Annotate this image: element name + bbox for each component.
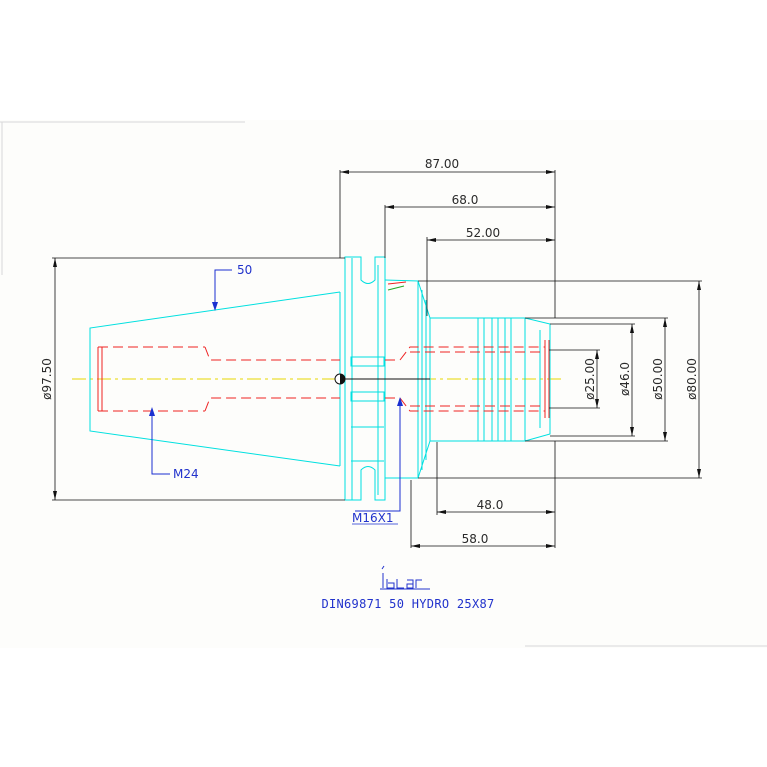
dim-87-label: 87.00 (425, 157, 459, 171)
accent-line-green (387, 285, 405, 291)
dim-87: 87.00 (339, 157, 556, 318)
dim-52-label: 52.00 (466, 226, 500, 240)
dim-dia-80: ø80.00 (418, 280, 702, 479)
dim-48: 48.0 (436, 441, 556, 548)
callout-m24: M24 (149, 407, 199, 481)
paper-area (0, 120, 767, 648)
hidden-bore-rear-ends (97, 347, 103, 411)
dim-dia-97-50: ø97.50 (40, 257, 345, 501)
dim-68: 68.0 (384, 193, 555, 258)
dim-dia-46: ø46.0 (550, 323, 635, 437)
dim-dia-46-label: ø46.0 (618, 362, 632, 396)
hidden-bore-front (385, 346, 545, 412)
dim-dia-50-label: ø50.00 (651, 358, 665, 400)
callout-m24-label: M24 (173, 467, 199, 481)
dim-dia-97-50-label: ø97.50 (40, 358, 54, 400)
callout-taper: 50 (212, 263, 252, 311)
dim-dia-50: ø50.00 (525, 317, 668, 442)
designation-label: DIN69871 50 HYDRO 25X87 (321, 597, 494, 611)
callout-m16x1-label: M16X1 (352, 511, 393, 525)
dim-68-label: 68.0 (452, 193, 479, 207)
dim-48-label: 48.0 (477, 498, 504, 512)
dim-dia-80-label: ø80.00 (685, 358, 699, 400)
callout-m16x1: M16X1 (352, 397, 403, 525)
dim-58-label: 58.0 (462, 532, 489, 546)
iscar-logo (380, 565, 430, 590)
dim-52: 52.00 (426, 226, 555, 316)
hydro-body (384, 279, 551, 479)
hidden-bore-front-end (544, 340, 550, 418)
callout-taper-label: 50 (237, 263, 252, 277)
dim-58: 58.0 (410, 480, 555, 548)
accent-line-red (387, 281, 407, 285)
dim-dia-25-label: ø25.00 (583, 358, 597, 400)
dim-dia-25: ø25.00 (549, 349, 600, 409)
